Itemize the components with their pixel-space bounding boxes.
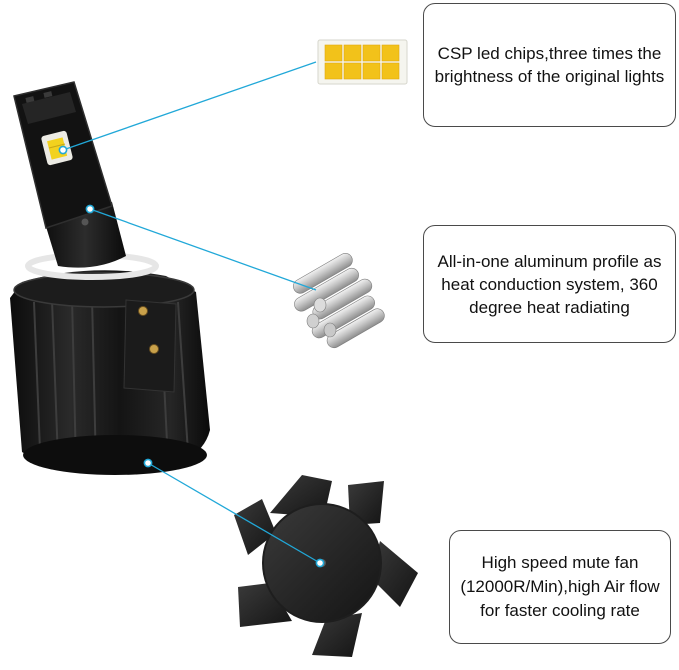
led-bulb xyxy=(10,81,210,475)
terminal-top xyxy=(138,306,148,316)
terminal-bottom xyxy=(149,344,159,354)
callout-aluminum-profile: All-in-one aluminum profile as heat cond… xyxy=(423,225,676,343)
callout-csp-chips: CSP led chips,three times the brightness… xyxy=(423,3,676,127)
aluminum-profile-rods xyxy=(293,253,385,349)
leader-dot-chips xyxy=(58,145,68,155)
leader-dots xyxy=(58,145,325,568)
leader-line-chips xyxy=(62,61,317,151)
leader-dot-fan-start xyxy=(143,458,153,468)
callout-csp-chips-text: CSP led chips,three times the brightness… xyxy=(434,44,665,86)
csp-chip-strip xyxy=(317,39,408,85)
leader-dot-profile xyxy=(85,204,95,214)
leader-dot-fan-end xyxy=(315,558,325,568)
cooling-fan xyxy=(234,475,418,657)
callout-aluminum-profile-text: All-in-one aluminum profile as heat cond… xyxy=(437,251,662,317)
leader-line-profile xyxy=(89,208,317,291)
callout-cooling-fan: High speed mute fan (12000R/Min),high Ai… xyxy=(449,530,671,644)
callout-cooling-fan-text: High speed mute fan (12000R/Min),high Ai… xyxy=(460,553,660,620)
leader-lines xyxy=(62,61,321,564)
leader-line-fan xyxy=(147,462,321,564)
